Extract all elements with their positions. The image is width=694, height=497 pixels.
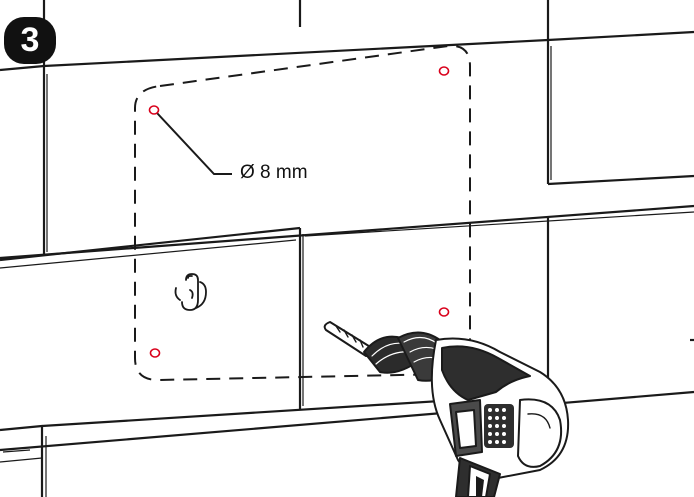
dimension-leader-line xyxy=(156,112,232,175)
cordless-drill-icon xyxy=(323,321,570,497)
hole-diameter-label: Ø 8 mm xyxy=(240,162,308,183)
step-number-badge: 3 xyxy=(4,17,56,64)
wall-hook-icon xyxy=(174,273,207,311)
drill-hole-marker-icon xyxy=(148,66,450,358)
